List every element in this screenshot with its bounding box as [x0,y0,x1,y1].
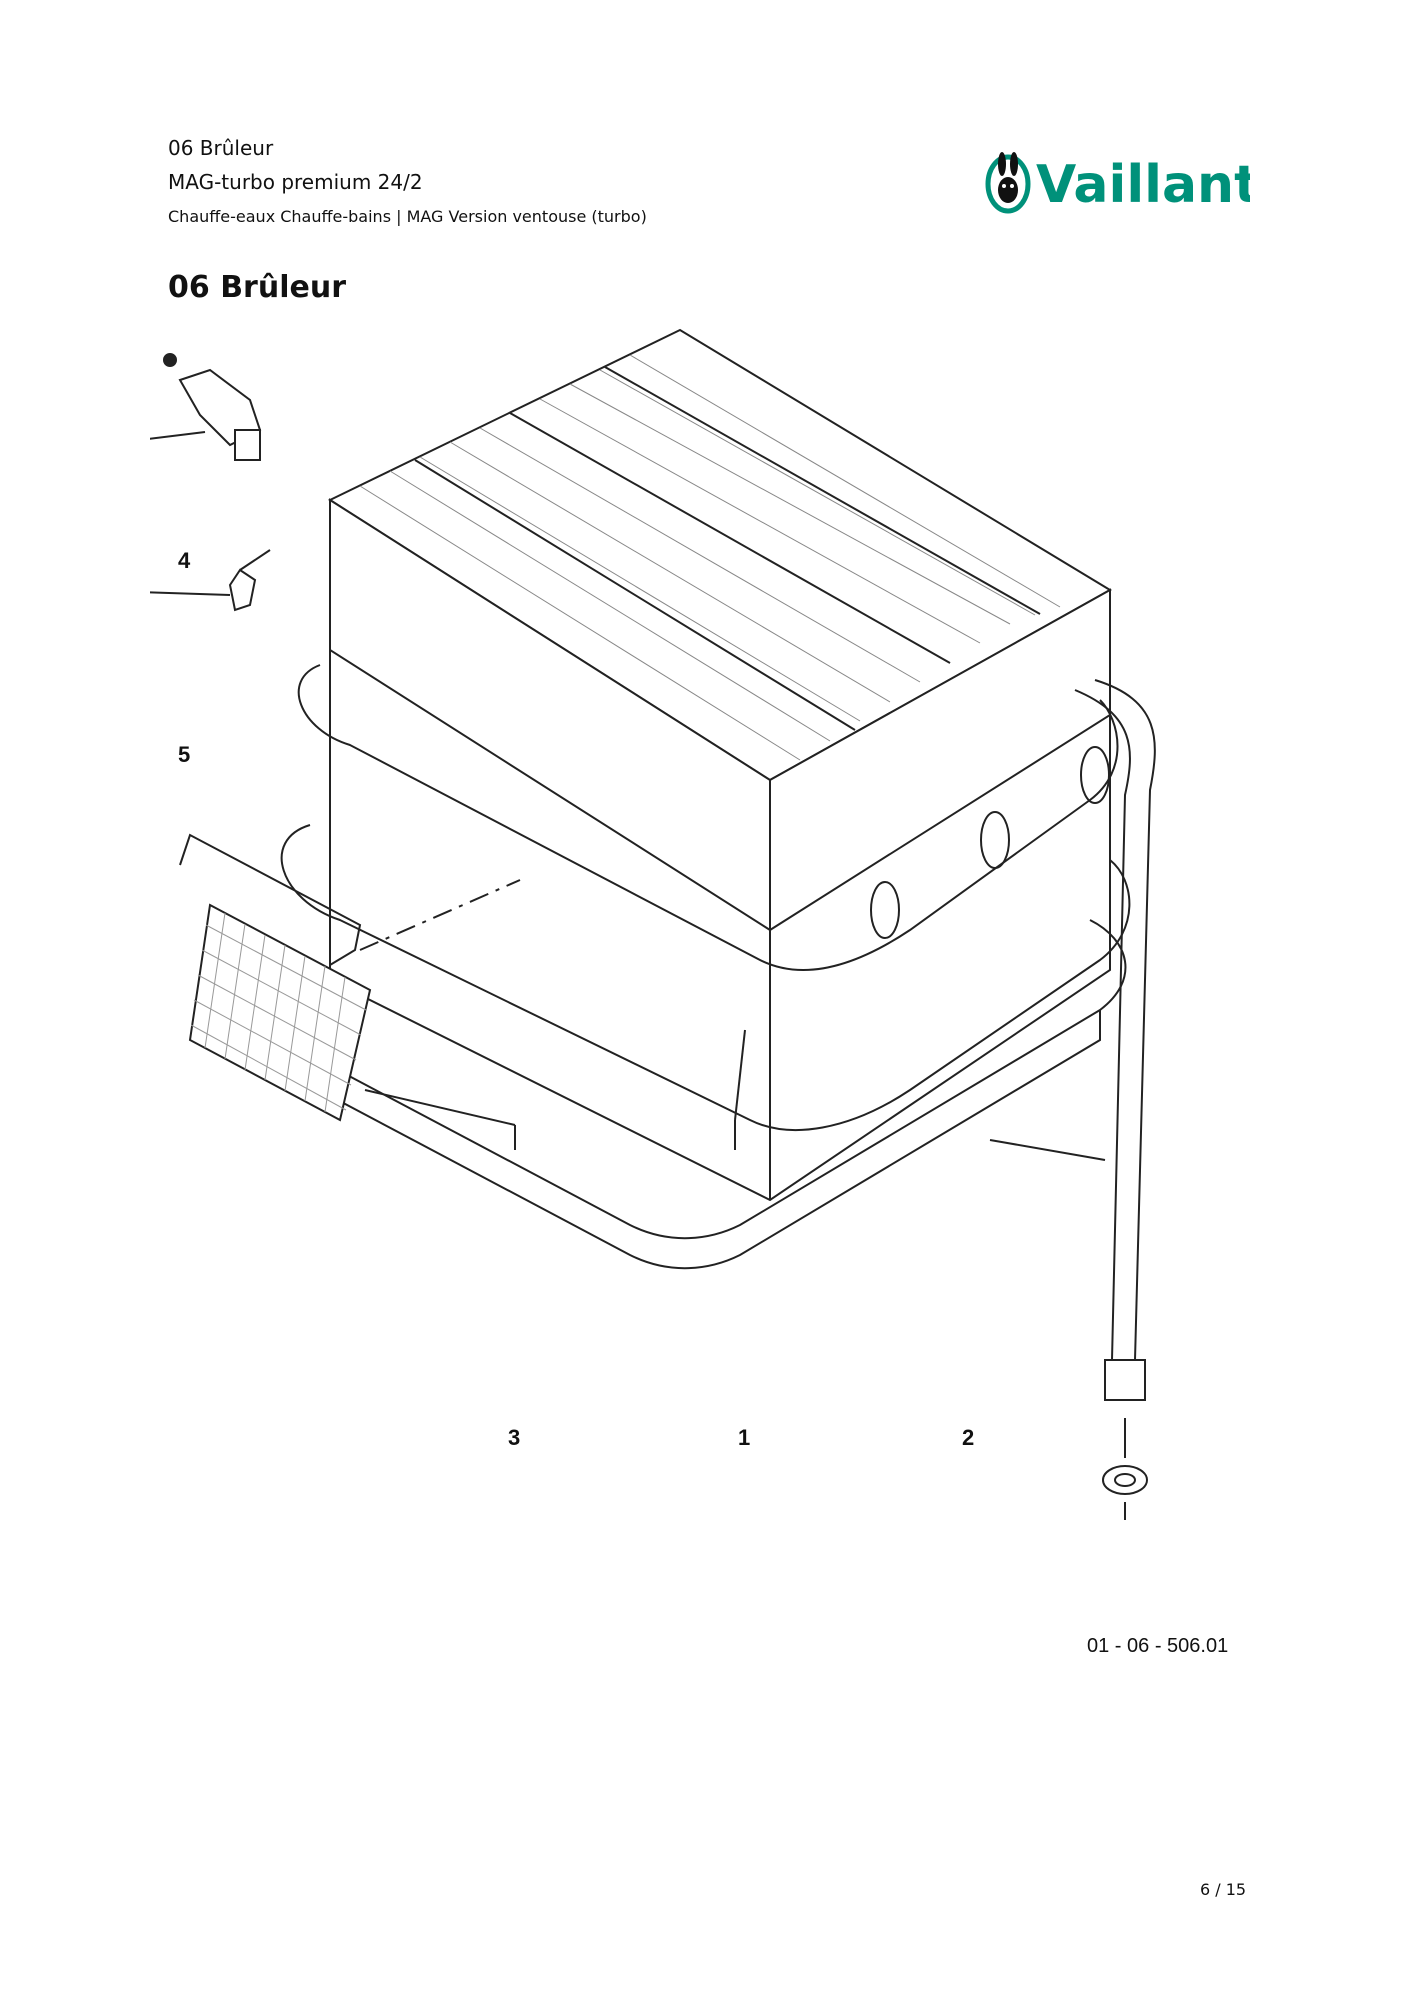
brand-wordmark: Vaillant [1036,155,1250,215]
callout-2: 2 [962,1425,975,1450]
callout-5: 5 [178,742,191,767]
header-section-label: 06 Brûleur [168,136,274,160]
hare-emblem-icon [985,152,1031,214]
mesh-filter-part-3 [179,833,521,1122]
callout-4: 4 [178,548,191,573]
burner-exploded-diagram [150,328,1156,1520]
section-title: 06 Brûleur [168,270,346,305]
electrode-bracket-part-4 [163,353,262,461]
header-model-name: MAG-turbo premium 24/2 [168,170,423,194]
drawing-reference-code: 01 - 06 - 506.01 [1087,1635,1229,1657]
callout-3: 3 [508,1425,521,1450]
page-number: 6 / 15 [1200,1880,1247,1899]
vaillant-logo: Vaillant [985,152,1250,215]
seal-ring-part-2 [1102,1418,1148,1520]
header-category: Chauffe-eaux Chauffe-bains | MAG Version… [168,207,647,226]
sensor-clip-part-5 [228,549,271,612]
callout-1: 1 [738,1425,751,1450]
burner-assembly [280,328,1156,1401]
